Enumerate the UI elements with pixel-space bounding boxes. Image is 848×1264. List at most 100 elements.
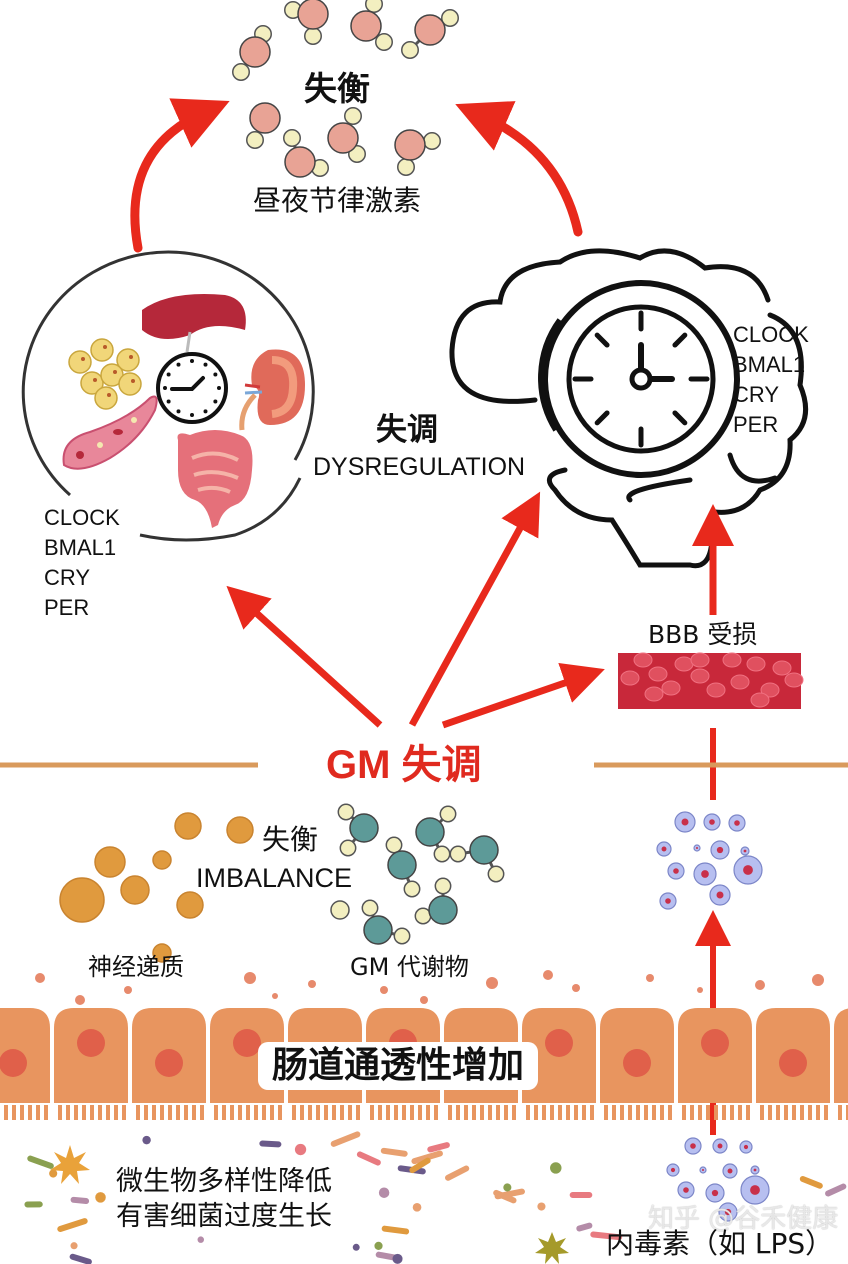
microvillus: [472, 1105, 476, 1120]
neurotransmitter: [59, 877, 105, 923]
microvillus: [590, 1105, 594, 1120]
cell-nucleus: [623, 1049, 651, 1077]
lumen-particle: [755, 980, 765, 990]
lps-particles-upper: [656, 811, 763, 910]
cell-nucleus: [233, 1029, 261, 1057]
red-blood-cell: [690, 668, 710, 684]
microvillus: [824, 1105, 828, 1120]
red-blood-cell: [648, 666, 668, 682]
microvillus: [800, 1105, 804, 1120]
bacterium: [411, 1150, 443, 1165]
microvillus: [418, 1105, 422, 1120]
gm-imbalance-en-label: IMBALANCE: [196, 863, 353, 893]
cell-nucleus: [0, 1049, 27, 1077]
arrow-brain-to-hormones: [455, 101, 583, 237]
clock-tick: [213, 399, 218, 404]
microvillus: [332, 1105, 336, 1120]
cell-nucleus: [545, 1029, 573, 1057]
red-blood-cell: [633, 652, 653, 668]
microvillus: [222, 1105, 226, 1120]
bbb-damage-label: BBB 受损: [648, 620, 758, 649]
hormone-molecule: [394, 129, 441, 176]
microvillus: [36, 1105, 40, 1120]
microvillus: [184, 1105, 188, 1120]
gm-metabolite-molecules: [330, 803, 505, 945]
microvillus: [386, 1105, 390, 1120]
microvillus: [74, 1105, 78, 1120]
bacterium: [49, 1169, 58, 1178]
bacterium: [352, 1243, 360, 1251]
bacterium: [259, 1140, 282, 1148]
microvillus: [122, 1105, 126, 1120]
microvillus: [176, 1105, 180, 1120]
liver-icon: [142, 294, 246, 353]
microvillus: [480, 1105, 484, 1120]
bacterium: [550, 1162, 562, 1174]
lumen-particle: [35, 973, 45, 983]
hormone-molecule: [232, 25, 272, 81]
lumen-particle: [75, 995, 85, 1005]
microvillus: [20, 1105, 24, 1120]
intestine-icon: [177, 430, 253, 528]
microvillus: [426, 1105, 430, 1120]
cell-nucleus: [779, 1049, 807, 1077]
kidney-icon: [239, 349, 305, 431]
microvillus: [636, 1105, 640, 1120]
bacterium: [330, 1131, 361, 1147]
gene-per: PER: [44, 595, 90, 620]
bacterium: [381, 1225, 410, 1235]
microvillus: [550, 1105, 554, 1120]
circadian-hormones-label: 昼夜节律激素: [253, 184, 422, 217]
microvillus: [706, 1105, 710, 1120]
neurotransmitter: [152, 850, 172, 870]
adipocyte: [90, 338, 114, 362]
adipocyte: [68, 350, 92, 374]
microvillus: [106, 1105, 110, 1120]
gm-metabolites-label: GM 代谢物: [350, 953, 469, 981]
microvillus: [612, 1105, 616, 1120]
red-blood-cell: [784, 672, 804, 688]
arrow-gm-to-bbb: [441, 662, 605, 729]
bacterium: [412, 1202, 422, 1212]
metabolite-molecule: [385, 836, 421, 898]
lumen-particle: [380, 986, 388, 994]
microvillus: [402, 1105, 406, 1120]
hormone-molecule: [284, 0, 329, 45]
watermark: 知乎 @谷禾健康: [648, 1204, 839, 1234]
cell-nucleus: [701, 1029, 729, 1057]
lumen-particles: [35, 970, 824, 1005]
arrow-gm-to-peripheral: [226, 585, 383, 728]
gene-cry: CRY: [44, 565, 91, 590]
hormone-molecule: [283, 129, 329, 178]
microvillus: [620, 1105, 624, 1120]
red-blood-cell: [674, 656, 694, 672]
bacterium: [409, 1157, 431, 1174]
microvillus: [378, 1105, 382, 1120]
microvillus: [682, 1105, 686, 1120]
microvillus: [144, 1105, 148, 1120]
bacterium: [294, 1143, 307, 1156]
bbb-vessel-icon: [618, 652, 804, 709]
microvillus: [464, 1105, 468, 1120]
lumen-particle: [697, 987, 703, 993]
microvillus: [340, 1105, 344, 1120]
microvillus: [690, 1105, 694, 1120]
microvillus: [230, 1105, 234, 1120]
peripheral-organs-circle: [21, 250, 315, 497]
microvillus: [300, 1105, 304, 1120]
hormone-imbalance-label: 失衡: [300, 70, 374, 107]
microvillus: [776, 1105, 780, 1120]
gut-permeability-label: 肠道通透性增加: [258, 1042, 539, 1090]
microvillus: [456, 1105, 460, 1120]
lumen-particle: [124, 986, 132, 994]
microvillus: [698, 1105, 702, 1120]
microvillus: [308, 1105, 312, 1120]
microvillus: [200, 1105, 204, 1120]
microvillus: [394, 1105, 398, 1120]
arrow-gm-to-brain: [408, 491, 541, 727]
microvillus: [262, 1105, 266, 1120]
bacterium: [537, 1202, 546, 1211]
clock-tick: [166, 372, 171, 377]
gene-bmal1: BMAL1: [733, 352, 806, 377]
adipocyte-icon: [68, 338, 142, 410]
